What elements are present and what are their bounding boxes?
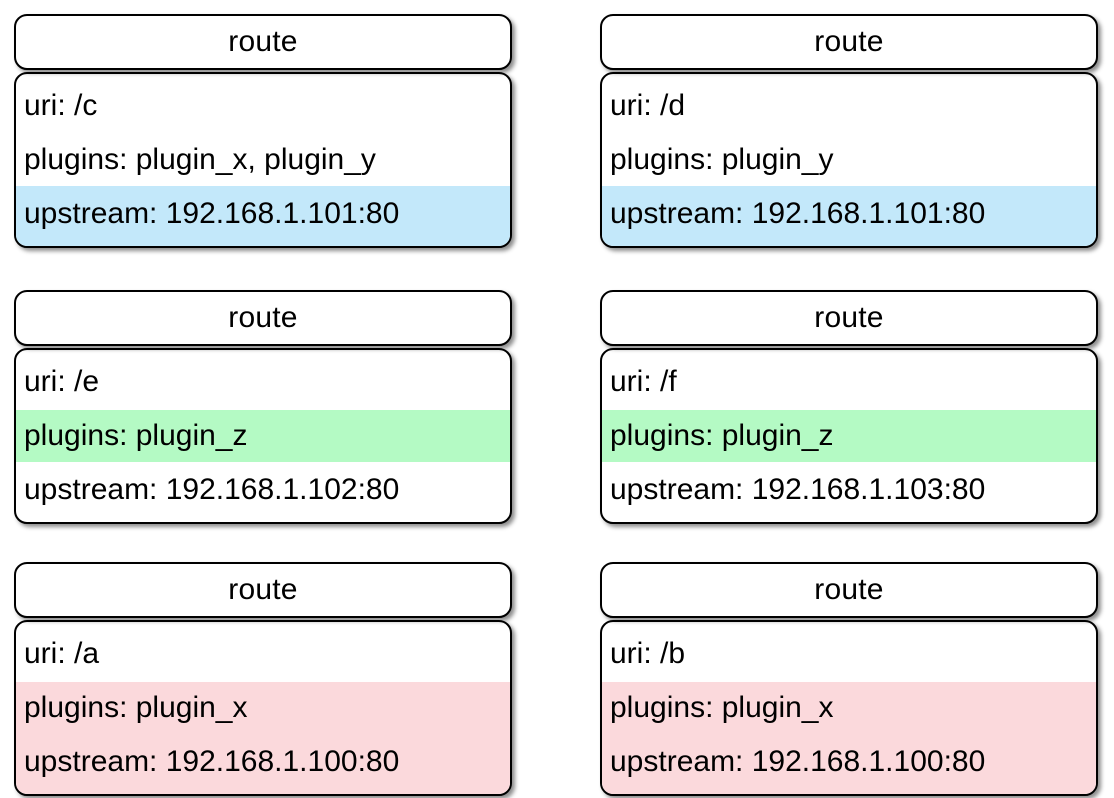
route-card-title: route <box>814 573 884 606</box>
route-attr-upstream: upstream: 192.168.1.101:80 <box>16 186 510 246</box>
route-card-d[interactable]: route uri: /d plugins: plugin_y upstream: 1… <box>600 14 1098 248</box>
route-attr-upstream: upstream: 192.168.1.100:80 <box>16 734 510 794</box>
route-attr-uri: uri: /f <box>610 365 677 398</box>
route-attr-upstream: upstream: 192.168.1.102:80 <box>24 473 400 506</box>
route-attr-plugins: plugins: plugin_x <box>16 682 510 734</box>
route-attr-plugins: plugins: plugin_x <box>602 682 1096 734</box>
route-card-header: route <box>600 14 1098 70</box>
route-attr-upstream: upstream: 192.168.1.100:80 <box>602 734 1096 794</box>
route-attr-plugins: plugins: plugin_z <box>16 410 510 462</box>
route-card-body: uri: /e plugins: plugin_z upstream: 192.16… <box>14 348 512 524</box>
route-card-body: uri: /d plugins: plugin_y upstream: 192.16… <box>600 72 1098 248</box>
route-card-body: uri: /f plugins: plugin_z upstream: 192.16… <box>600 348 1098 524</box>
route-attr-uri: uri: /c <box>24 89 98 122</box>
route-card-title: route <box>814 301 884 334</box>
route-card-header: route <box>14 14 512 70</box>
route-card-header: route <box>600 290 1098 346</box>
route-attr-uri: uri: /a <box>24 637 100 670</box>
route-attr-uri: uri: /d <box>610 89 686 122</box>
route-attr-plugins: plugins: plugin_z <box>602 410 1096 462</box>
route-attr-upstream: upstream: 192.168.1.103:80 <box>610 473 986 506</box>
route-card-header: route <box>14 562 512 618</box>
route-attr-plugins: plugins: plugin_x, plugin_y <box>24 143 376 176</box>
route-attr-uri: uri: /e <box>24 365 100 398</box>
route-attr-plugins: plugins: plugin_y <box>610 143 834 176</box>
route-card-e[interactable]: route uri: /e plugins: plugin_z upstream: 1… <box>14 290 512 524</box>
route-card-title: route <box>228 25 298 58</box>
route-card-header: route <box>600 562 1098 618</box>
route-card-f[interactable]: route uri: /f plugins: plugin_z upstream: 1… <box>600 290 1098 524</box>
route-card-header: route <box>14 290 512 346</box>
route-card-title: route <box>228 573 298 606</box>
route-attr-upstream: upstream: 192.168.1.101:80 <box>602 186 1096 246</box>
route-card-title: route <box>814 25 884 58</box>
route-card-title: route <box>228 301 298 334</box>
route-attr-uri: uri: /b <box>610 637 686 670</box>
